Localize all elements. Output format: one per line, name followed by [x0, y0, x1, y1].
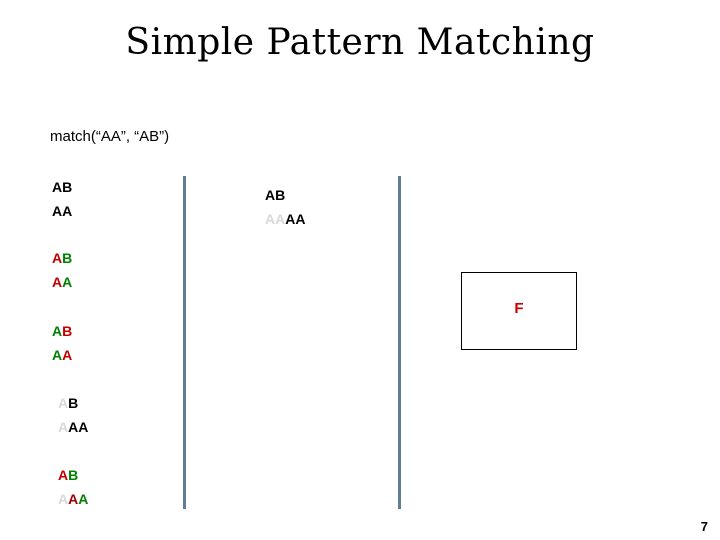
row-1-left: AB AA — [52, 175, 72, 223]
char-segment: AA — [265, 211, 286, 227]
char-segment: AB — [52, 179, 73, 195]
row-2-line2: AA — [52, 270, 72, 294]
char-segment: A — [58, 467, 69, 483]
row-2-line1: AB — [52, 246, 72, 270]
char-segment: A — [58, 395, 69, 411]
page-title: Simple Pattern Matching — [125, 22, 595, 63]
row-1-left-line1: AB — [52, 175, 72, 199]
char-segment: AA — [52, 203, 73, 219]
row-5-line1: AB — [58, 463, 88, 487]
row-3-line2: AA — [52, 343, 72, 367]
char-segment: A — [52, 274, 63, 290]
char-segment: A — [52, 323, 63, 339]
row-1-right: AB AAAA — [265, 183, 305, 231]
char-segment: B — [68, 395, 79, 411]
row-3-line1: AB — [52, 319, 72, 343]
row-1-right-line1: AB — [265, 183, 305, 207]
char-segment: B — [62, 323, 73, 339]
divider-line-left — [183, 176, 186, 509]
result-box: F — [461, 272, 577, 350]
char-segment: A — [62, 347, 73, 363]
char-segment: A — [52, 250, 63, 266]
divider-line-right — [398, 176, 401, 509]
char-segment: A — [52, 347, 63, 363]
char-segment: AA — [285, 211, 306, 227]
result-box-label: F — [514, 300, 524, 317]
call-expression: match(“AA”, “AB”) — [50, 128, 170, 145]
char-segment: AB — [265, 187, 286, 203]
char-segment: B — [62, 250, 73, 266]
row-5-line2: AAA — [58, 487, 88, 511]
char-segment: A — [68, 491, 79, 507]
row-1-right-line2: AAAA — [265, 207, 305, 231]
char-segment: A — [58, 419, 69, 435]
row-4-line1: AB — [58, 391, 88, 415]
char-segment: A — [78, 491, 89, 507]
row-1-left-line2: AA — [52, 199, 72, 223]
char-segment: AA — [68, 419, 89, 435]
page-number: 7 — [700, 519, 708, 534]
char-segment: A — [58, 491, 69, 507]
row-4-line2: AAA — [58, 415, 88, 439]
char-segment: B — [68, 467, 79, 483]
char-segment: A — [62, 274, 73, 290]
